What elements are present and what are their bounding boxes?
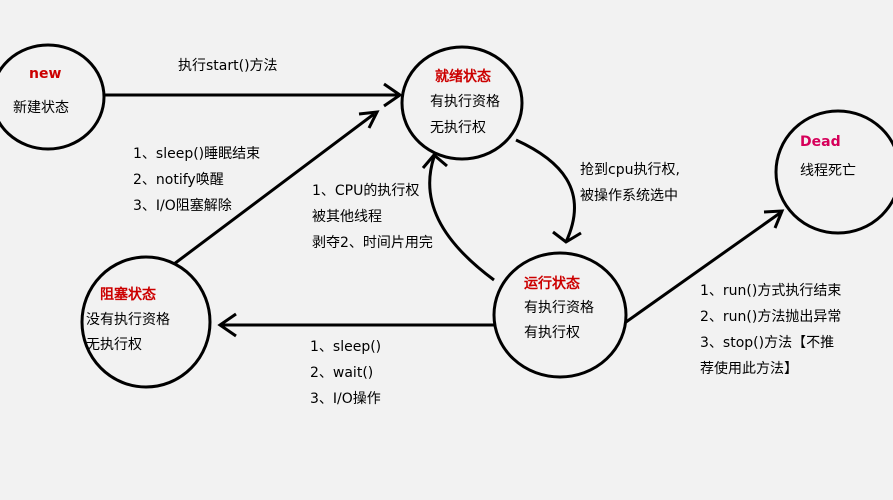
label-running-to-dead-line: 2、run()方法抛出异常 [700,309,842,325]
ready-state-right: 无执行权 [430,120,486,136]
blocked-state-right: 无执行权 [86,337,142,353]
ready-state-qualification: 有执行资格 [430,94,500,110]
running-state-right: 有执行权 [524,325,580,341]
arrow-blocked-to-ready [173,112,375,266]
label-running-to-ready-line: 1、CPU的执行权 [312,183,420,199]
dead-state-title: Dead [800,134,841,150]
label-running-to-ready-line: 被其他线程 [312,209,382,225]
running-state-qualification: 有执行资格 [524,300,594,316]
running-state-circle [492,251,628,379]
ready-state-title: 就绪状态 [435,69,491,85]
arrowhead-blocked-to-ready [358,110,380,129]
blocked-state-qualification: 没有执行资格 [86,312,170,328]
arrowhead-running-to-ready [421,152,448,169]
label-ready-to-running-line: 被操作系统选中 [580,188,678,204]
label-running-to-ready: 1、CPU的执行权 被其他线程 剥夺2、时间片用完 [312,178,433,256]
arrow-running-to-ready [428,156,495,282]
arrowhead-running-to-blocked [217,312,237,338]
ready-state-circle [400,45,524,161]
arrow-ready-to-running [515,138,576,243]
label-running-to-dead-line: 3、stop()方法【不推 [700,335,835,351]
label-running-to-blocked: 1、sleep() 2、wait() 3、I/O操作 [310,334,381,412]
label-running-to-dead-line: 1、run()方式执行结束 [700,283,842,299]
label-running-to-blocked-line: 2、wait() [310,365,374,381]
new-state-title: new [29,66,62,82]
new-state-circle [0,43,106,151]
label-ready-to-running-line: 抢到cpu执行权, [580,162,680,178]
label-ready-to-running: 抢到cpu执行权, 被操作系统选中 [580,157,680,209]
blocked-state-circle [80,255,212,389]
new-state-label: 新建状态 [13,100,69,116]
arrow-running-to-dead [625,211,781,324]
label-running-to-ready-line: 剥夺2、时间片用完 [312,235,433,251]
label-running-to-dead-line: 荐使用此方法】 [700,361,798,377]
label-new-to-ready: 执行start()方法 [178,58,278,74]
blocked-state-title: 阻塞状态 [100,287,156,303]
label-blocked-to-ready-line: 1、sleep()睡眠结束 [133,146,261,162]
label-blocked-to-ready: 1、sleep()睡眠结束 2、notify唤醒 3、I/O阻塞解除 [133,141,260,219]
label-running-to-dead: 1、run()方式执行结束 2、run()方法抛出异常 3、stop()方法【不… [700,278,841,382]
dead-state-circle [774,109,893,235]
arrowhead-ready-to-running [552,230,582,244]
arrowhead-running-to-dead [763,209,785,229]
label-blocked-to-ready-line: 3、I/O阻塞解除 [133,198,232,214]
dead-state-label: 线程死亡 [800,163,856,179]
label-running-to-blocked-line: 1、sleep() [310,339,382,355]
arrowhead-new-to-ready [383,82,403,108]
label-running-to-blocked-line: 3、I/O操作 [310,391,381,407]
running-state-title: 运行状态 [524,276,580,292]
label-blocked-to-ready-line: 2、notify唤醒 [133,172,224,188]
